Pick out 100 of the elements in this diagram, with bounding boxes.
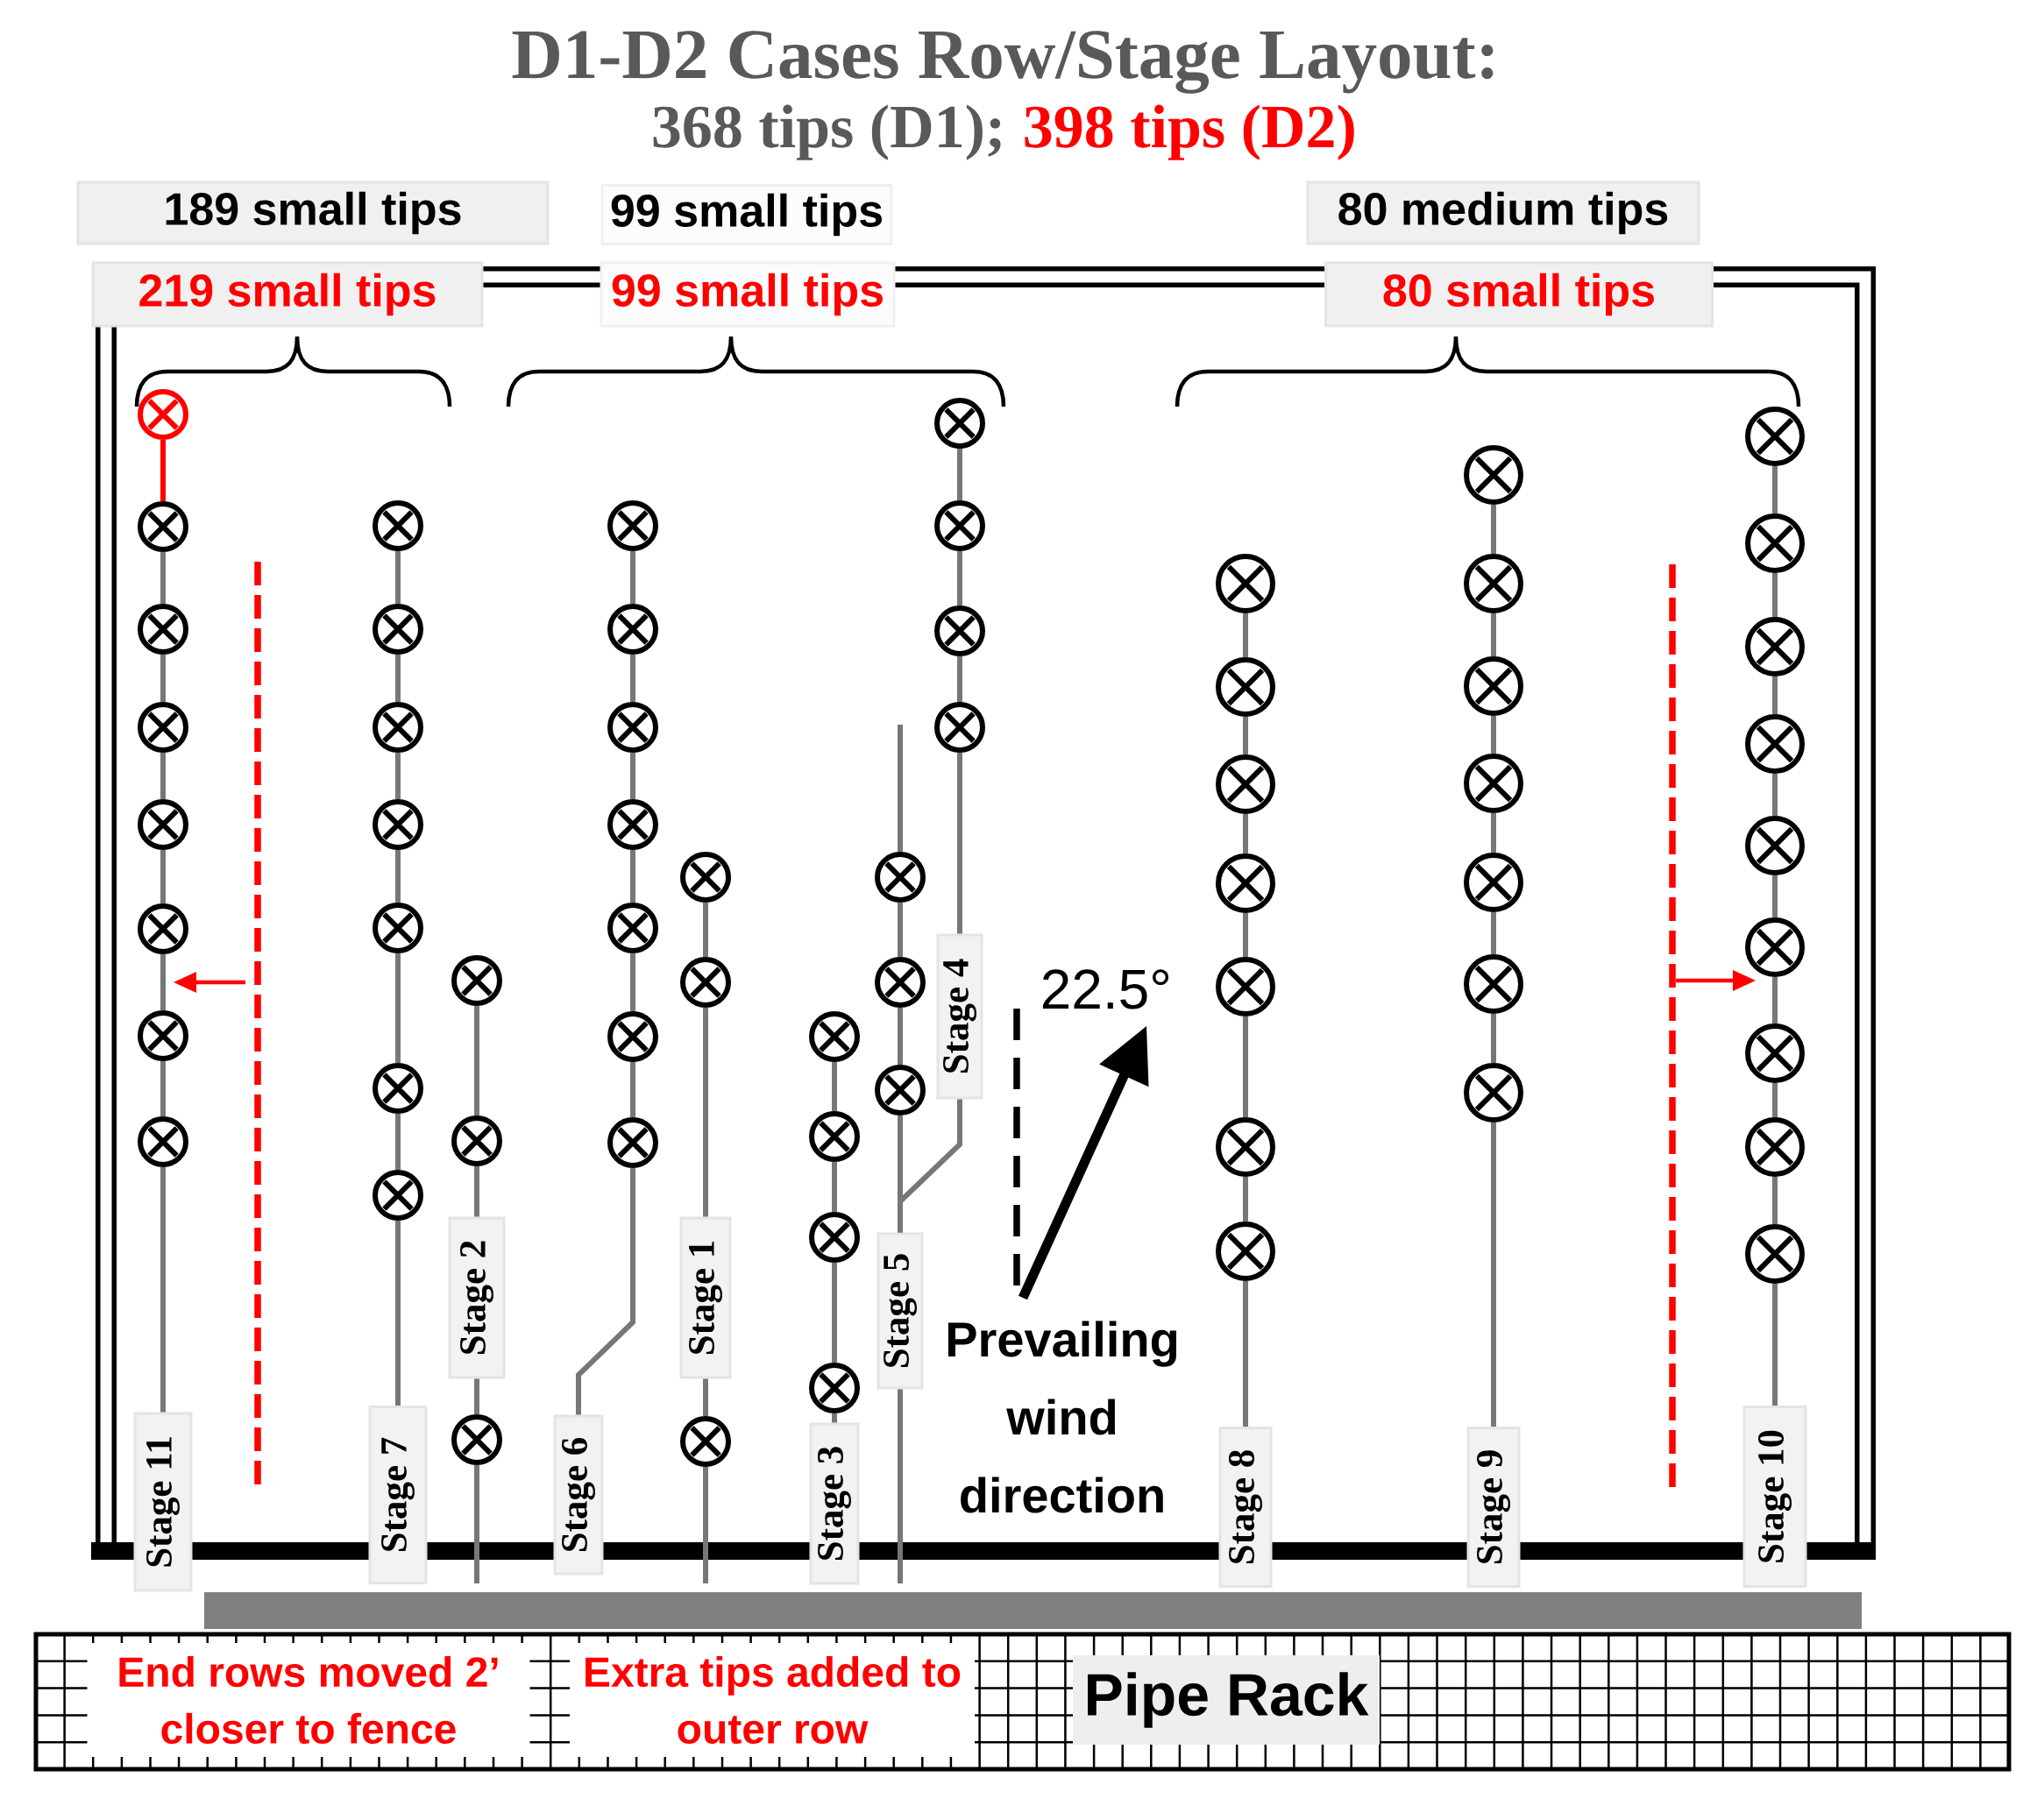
stage-label: Stage 5 bbox=[877, 1232, 924, 1390]
tip-symbol bbox=[607, 1117, 658, 1168]
tip-symbol bbox=[1745, 513, 1805, 573]
stage-label: Stage 8 bbox=[1218, 1427, 1273, 1588]
node-label: End rows moved 2’ closer to fence bbox=[119, 1655, 498, 1745]
tip-symbol bbox=[138, 501, 188, 552]
tip-symbol bbox=[934, 606, 985, 656]
stage-label: Stage 7 bbox=[368, 1406, 428, 1584]
node-label: Extra tips added to outer row bbox=[586, 1655, 961, 1745]
row-line bbox=[474, 1378, 479, 1414]
tip-symbol bbox=[607, 903, 658, 953]
row-line bbox=[832, 1062, 837, 1111]
stage-label: Stage 11 bbox=[133, 1412, 193, 1592]
note-box: End rows moved 2’ closer to fence bbox=[87, 1643, 530, 1757]
subtitle: 368 tips (D1); bbox=[653, 104, 1001, 160]
tip-count-box: 80 small tips bbox=[1324, 261, 1714, 328]
tip-symbol bbox=[1745, 407, 1805, 466]
row-line bbox=[1243, 1016, 1248, 1117]
tip-symbol bbox=[373, 1170, 423, 1221]
tip-count-box: 80 medium tips bbox=[1306, 181, 1700, 245]
tip-symbol bbox=[680, 957, 731, 1008]
tip-count-box: 189 small tips bbox=[76, 181, 550, 245]
row-line bbox=[1772, 1083, 1778, 1117]
stage-label: Stage 4 bbox=[936, 933, 983, 1100]
row-line bbox=[630, 1062, 635, 1117]
row-line bbox=[1772, 466, 1778, 513]
row-line bbox=[630, 753, 635, 799]
row-line bbox=[160, 954, 166, 1010]
tip-symbol bbox=[1745, 714, 1805, 774]
row-line bbox=[1243, 814, 1248, 853]
row-line bbox=[160, 1167, 166, 1413]
row-line bbox=[160, 440, 166, 501]
row-line bbox=[576, 1168, 635, 1415]
row-line bbox=[703, 1467, 708, 1583]
row-line bbox=[898, 1389, 903, 1583]
tip-symbol bbox=[138, 903, 188, 954]
stage-label: Stage 6 bbox=[553, 1414, 604, 1576]
row-line bbox=[1243, 613, 1248, 657]
row-line bbox=[395, 655, 401, 702]
row-line bbox=[898, 725, 903, 852]
row-line bbox=[474, 1465, 479, 1583]
stage-label: Stage 3 bbox=[809, 1422, 860, 1585]
row-line bbox=[160, 655, 166, 702]
row-line bbox=[957, 753, 962, 934]
tip-symbol bbox=[1745, 617, 1805, 676]
row-line bbox=[1491, 716, 1496, 754]
tip-count-box: 99 small tips bbox=[600, 184, 893, 245]
row-line bbox=[630, 655, 635, 702]
tip-symbol bbox=[1745, 917, 1805, 977]
tip-symbol bbox=[138, 799, 188, 850]
tip-symbol bbox=[1745, 1023, 1805, 1083]
tip-symbol bbox=[1464, 656, 1523, 716]
tip-symbol bbox=[451, 1414, 502, 1465]
tip-symbol bbox=[1745, 1117, 1805, 1177]
tip-symbol bbox=[1216, 754, 1275, 814]
stage-label: Stage 1 bbox=[679, 1216, 732, 1379]
row-line bbox=[160, 552, 166, 604]
tip-symbol bbox=[1216, 853, 1275, 913]
tip-symbol bbox=[809, 1212, 860, 1263]
row-line bbox=[395, 953, 401, 1063]
row-line bbox=[1243, 1177, 1248, 1222]
row-line bbox=[1243, 913, 1248, 957]
row-line bbox=[630, 850, 635, 903]
row-line bbox=[898, 903, 903, 957]
row-line bbox=[1491, 1014, 1496, 1063]
tip-symbol bbox=[373, 903, 423, 953]
tip-symbol bbox=[607, 1011, 658, 1062]
tip-symbol bbox=[680, 1416, 731, 1467]
tip-symbol bbox=[1216, 657, 1275, 717]
row-line bbox=[1772, 573, 1778, 617]
title: D1-D2 Cases Row/Stage Layout: bbox=[512, 31, 1494, 94]
tip-symbol bbox=[934, 702, 985, 753]
row-line bbox=[703, 1378, 708, 1416]
row-line bbox=[957, 656, 962, 702]
row-line bbox=[395, 551, 401, 604]
tip-symbol bbox=[138, 389, 188, 440]
tip-symbol bbox=[809, 1111, 860, 1162]
row-line bbox=[630, 953, 635, 1011]
row-line bbox=[1772, 875, 1778, 917]
tip-symbol bbox=[373, 1063, 423, 1114]
tip-symbol bbox=[607, 500, 658, 551]
row-line bbox=[703, 1008, 708, 1217]
row-line bbox=[1491, 505, 1496, 554]
row-line bbox=[1491, 912, 1496, 954]
tip-symbol bbox=[934, 500, 985, 551]
row-line bbox=[1772, 977, 1778, 1023]
row-line bbox=[1772, 774, 1778, 816]
row-line bbox=[630, 551, 635, 604]
row-line bbox=[898, 1008, 903, 1065]
row-line bbox=[1243, 717, 1248, 754]
row-line bbox=[957, 449, 962, 500]
tip-symbol bbox=[607, 702, 658, 753]
tip-symbol bbox=[1216, 1117, 1275, 1177]
tip-symbol bbox=[809, 1011, 860, 1062]
row-line bbox=[1772, 676, 1778, 714]
tip-symbol bbox=[1745, 1224, 1805, 1284]
tip-symbol bbox=[875, 852, 926, 903]
tip-symbol bbox=[680, 852, 731, 903]
row-line bbox=[898, 1099, 962, 1233]
row-line bbox=[160, 850, 166, 903]
